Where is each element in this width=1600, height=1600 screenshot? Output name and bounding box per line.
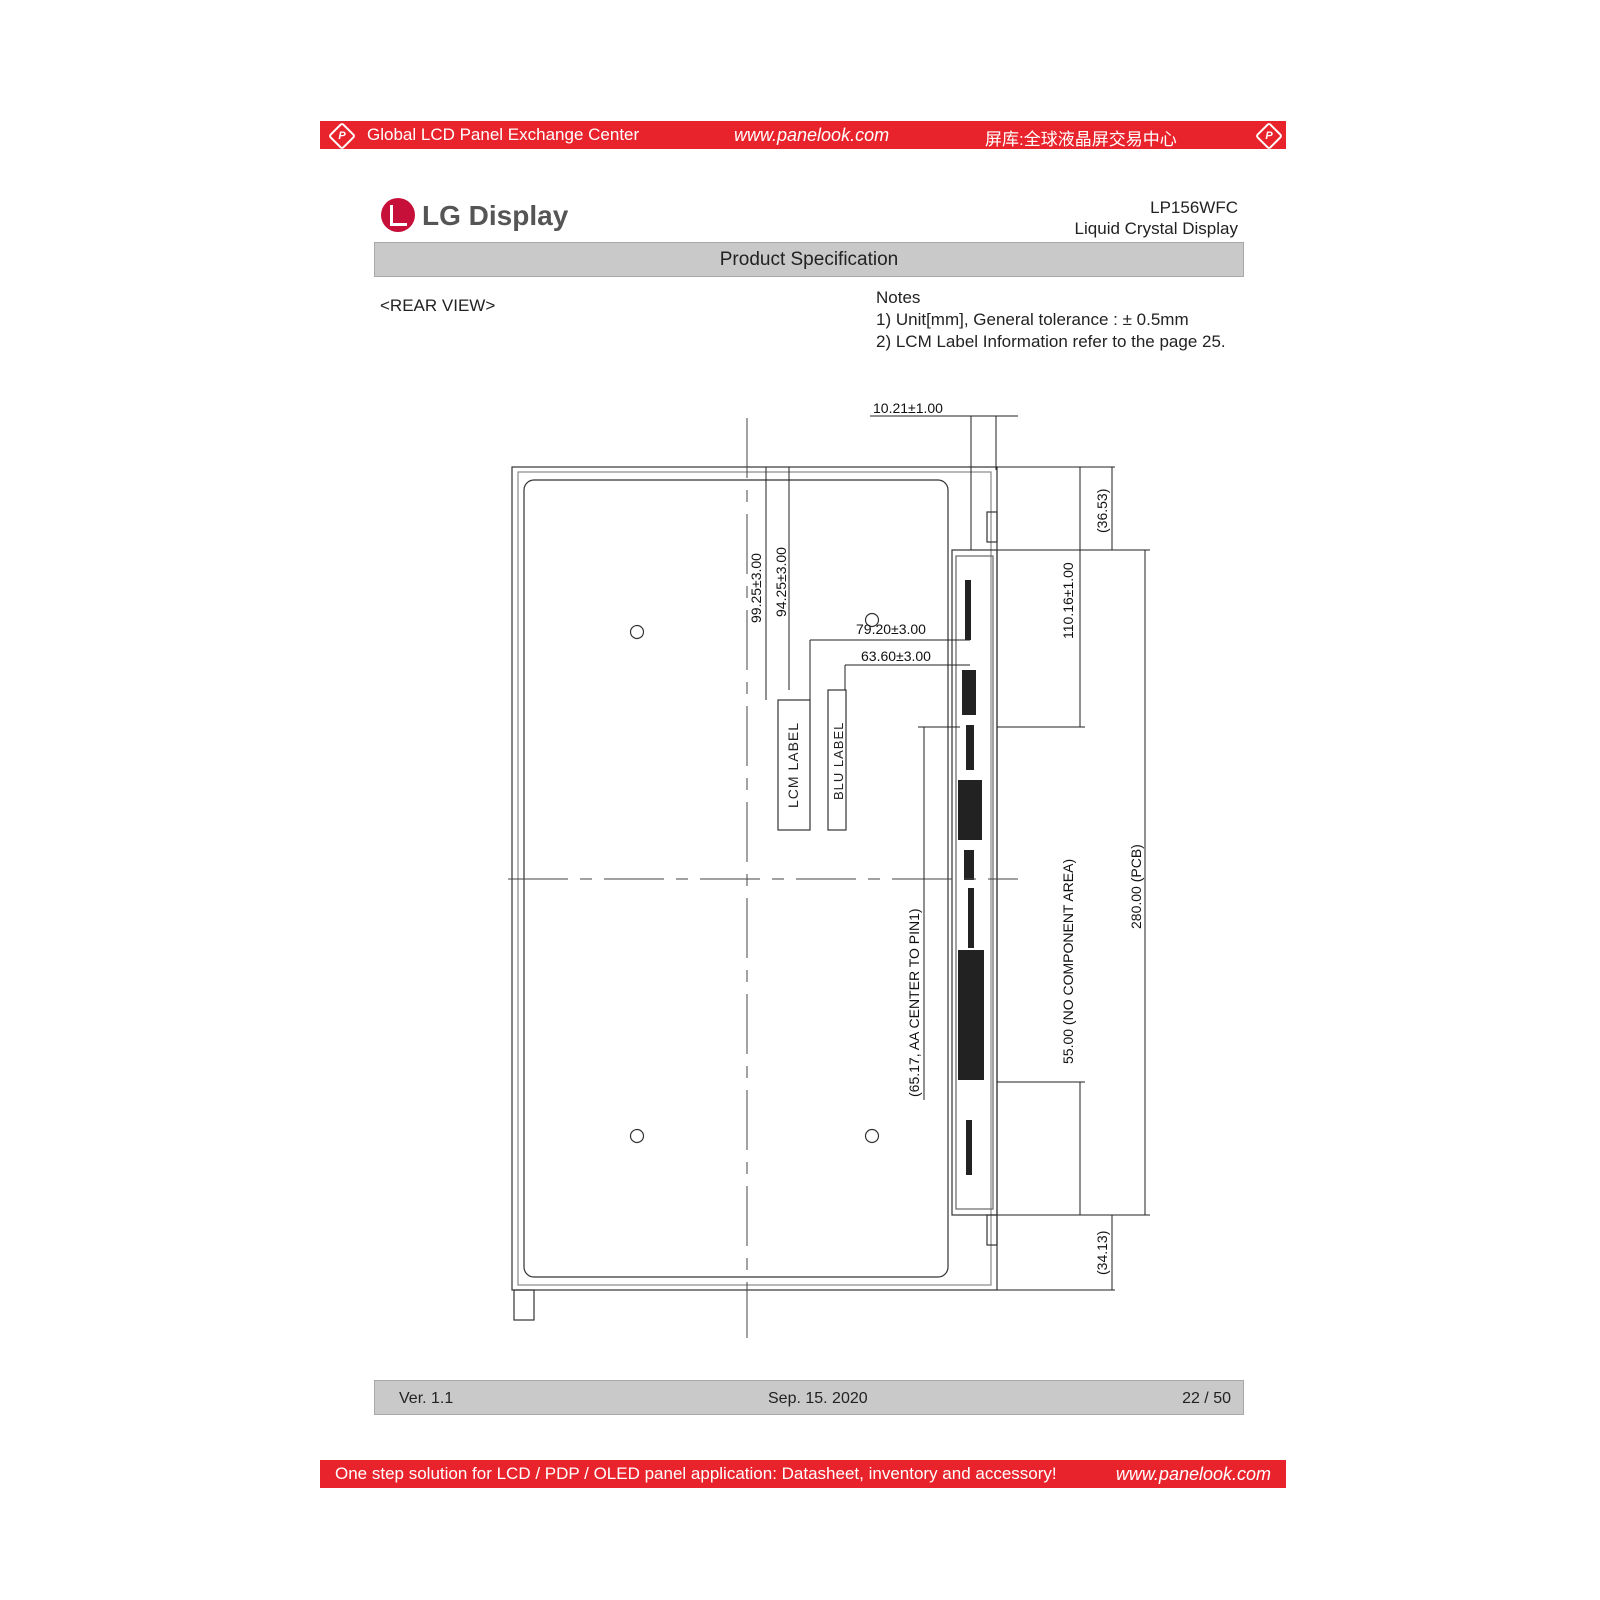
- product-type: Liquid Crystal Display: [1074, 219, 1238, 238]
- note-item: 2) LCM Label Information refer to the pa…: [876, 332, 1226, 351]
- dimension-label: 110.16±1.00: [1060, 562, 1076, 639]
- date-text: Sep. 15. 2020: [768, 1390, 868, 1407]
- dimension-label: 55.00 (NO COMPONENT AREA): [1060, 858, 1076, 1064]
- lcm-label-box: [777, 699, 811, 831]
- model-number: LP156WFC: [1150, 198, 1238, 217]
- page-title: Product Specification: [719, 249, 899, 270]
- mounting-hole: [629, 1128, 645, 1144]
- version-text: Ver. 1.1: [399, 1390, 454, 1407]
- note-item: 1) Unit[mm], General tolerance : ± 0.5mm: [876, 310, 1189, 329]
- footer-banner: One step solution for LCD / PDP / OLED p…: [320, 1460, 1286, 1488]
- notes-block: Notes 1) Unit[mm], General tolerance : ±…: [876, 287, 1226, 353]
- dimension-label: 10.21±1.00: [873, 400, 943, 416]
- view-label: <REAR VIEW>: [380, 296, 496, 315]
- dimension-label: 280.00 (PCB): [1128, 844, 1144, 929]
- brand-name: LG Display: [422, 200, 569, 231]
- footer-url-link[interactable]: www.panelook.com: [1115, 1464, 1271, 1484]
- dimension-label: (36.53): [1094, 488, 1110, 533]
- dimension-label: 79.20±3.00: [856, 621, 926, 637]
- notes-heading: Notes: [876, 288, 921, 307]
- lg-logo-icon: [381, 198, 415, 232]
- footer-banner-text: One step solution for LCD / PDP / OLED p…: [335, 1464, 1057, 1483]
- dimension-label: 99.25±3.00: [748, 553, 764, 623]
- mounting-hole: [864, 612, 880, 628]
- banner-left-text: Global LCD Panel Exchange Center: [367, 125, 640, 144]
- mounting-hole: [629, 624, 645, 640]
- mounting-hole: [864, 1128, 880, 1144]
- blu-label-text: BLU LABEL: [831, 721, 846, 800]
- header-banner: P Global LCD Panel Exchange Center www.p…: [320, 121, 1286, 151]
- footer-bar: Ver. 1.1 Sep. 15. 2020 22 / 50: [374, 1380, 1244, 1415]
- dimension-label: 94.25±3.00: [773, 547, 789, 617]
- dimension-label: (65.17, AA CENTER TO PIN1): [906, 908, 922, 1097]
- page-number: 22 / 50: [1182, 1390, 1231, 1407]
- dimension-label: (34.13): [1094, 1230, 1110, 1275]
- lcm-label-text: LCM LABEL: [785, 721, 801, 808]
- blu-label-box: [827, 689, 847, 831]
- banner-url-link[interactable]: www.panelook.com: [734, 125, 890, 145]
- title-bar: Product Specification: [374, 242, 1244, 277]
- dimension-label: 63.60±3.00: [861, 648, 931, 664]
- pcb-outline: [951, 549, 998, 1216]
- banner-chinese-text: 屏库:全球液晶屏交易中心: [985, 130, 1177, 149]
